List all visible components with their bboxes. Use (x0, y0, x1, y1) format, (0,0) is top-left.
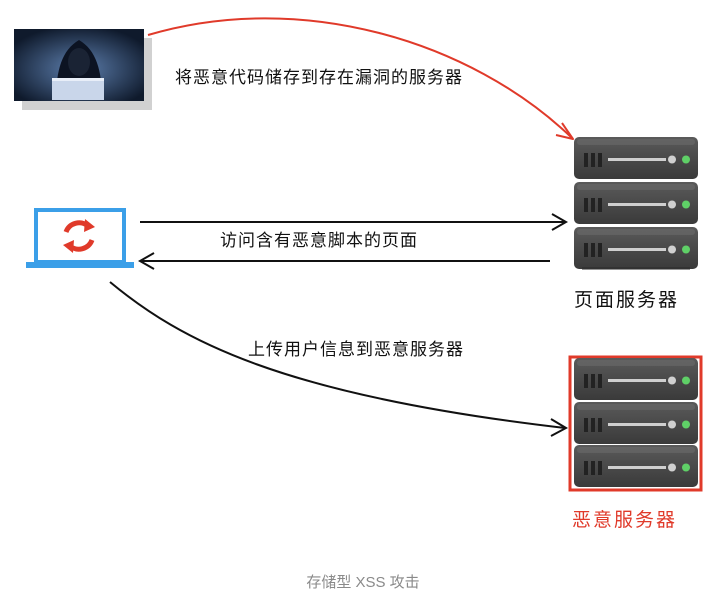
hacker-image (14, 29, 152, 110)
malicious-server-label: 恶意服务器 (572, 509, 677, 531)
upload-info-arrow (109, 281, 569, 437)
reload-icon (63, 219, 95, 253)
page-server-icon (574, 137, 698, 270)
page-server-label: 页面服务器 (574, 289, 679, 311)
store-code-label: 将恶意代码储存到存在漏洞的服务器 (175, 68, 463, 88)
upload-info-label: 上传用户信息到恶意服务器 (248, 340, 464, 360)
store-code-arrow (147, 17, 574, 140)
request-arrow (140, 213, 569, 231)
malicious-server-icon (568, 355, 703, 492)
figure-caption: 存储型 XSS 攻击 (306, 574, 420, 591)
laptop-icon (26, 208, 134, 268)
response-arrow (137, 252, 550, 270)
visit-page-label: 访问含有恶意脚本的页面 (220, 231, 418, 251)
